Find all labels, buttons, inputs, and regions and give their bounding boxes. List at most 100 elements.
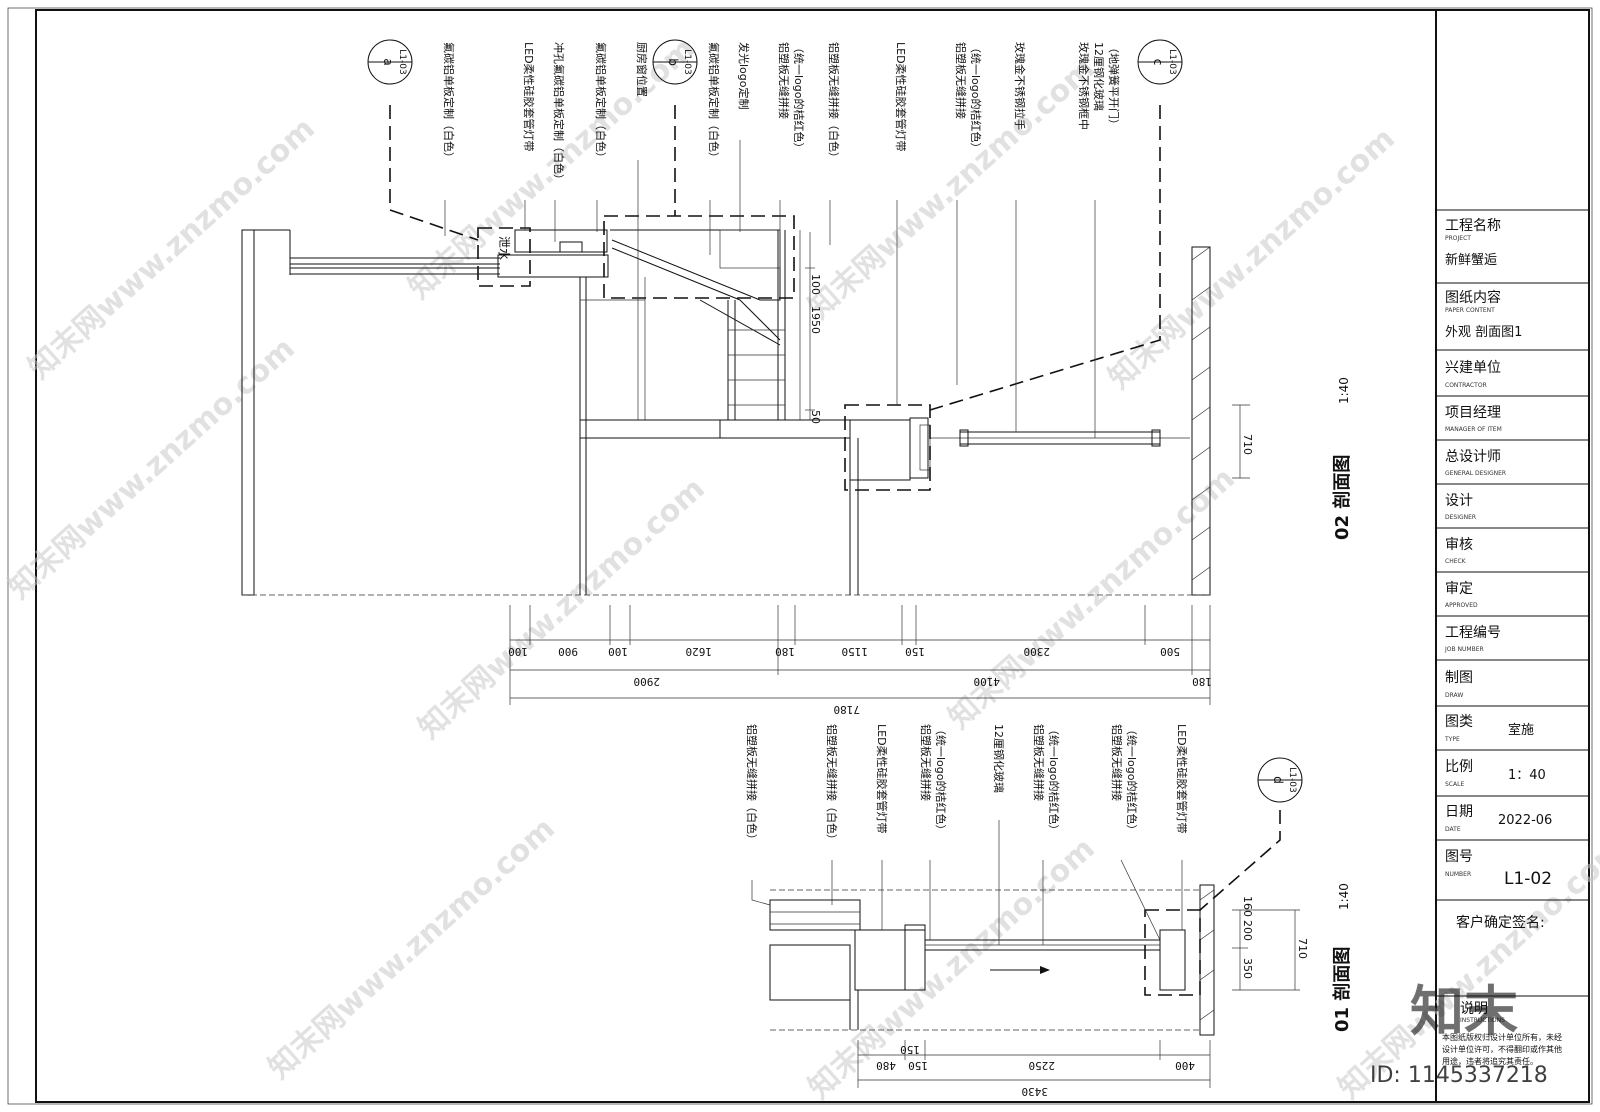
svg-text:b: b [666, 58, 680, 66]
watermark-text-3: 知末网www.znzmo.com [802, 51, 1102, 326]
svg-text:100: 100 [608, 645, 628, 658]
led-strip-1 [559, 241, 583, 253]
tb-job-en: JOB NUMBER [1444, 646, 1484, 653]
annotation-02-10: 铝塑板无缝拼接（白色） [827, 42, 841, 163]
watermark-text-4: 知末网www.znzmo.com [1102, 121, 1402, 396]
annotation-01-10: （统一logo的桔红色） [1125, 724, 1139, 836]
logo-diagonal-3 [739, 299, 781, 341]
section-02-annotations: 氟碳铝单板定制（白色） LED柔性硅胶套管灯带 冲孔氟碳铝单板定制（白色） 氟碳… [442, 42, 1121, 185]
annotation-02-11: LED柔性硅胶套管灯带 [894, 42, 908, 152]
svg-text:2300: 2300 [1024, 645, 1051, 658]
tb-type-value: 室施 [1508, 722, 1534, 738]
tb-job-label: 工程编号 [1445, 625, 1501, 641]
detail-box-d [1144, 909, 1201, 996]
section-02-dims: 100 900 100 1620 180 1150 150 2300 500 2… [508, 605, 1212, 716]
svg-text:1150: 1150 [842, 645, 869, 658]
frame-block-left-inner [904, 924, 926, 991]
detail-box-b [603, 215, 795, 299]
svg-text:知末: 知末 [1410, 980, 1518, 1043]
callout-a-leader [389, 105, 479, 241]
tb-instructions-line-1: 本图纸版权归设计单位所有，未经 [1442, 1032, 1562, 1042]
annotation-02-15: 玫瑰金不锈钢框中 [1077, 42, 1091, 130]
tb-general-designer-label: 总设计师 [1445, 449, 1501, 465]
wall-hatch-1 [1191, 246, 1211, 261]
section-02-vertical-dims: 100 1950 50 710 [805, 232, 1254, 479]
annotation-01-8: （统一logo的桔红色） [1047, 724, 1061, 836]
tb-number-value: L1-02 [1504, 869, 1552, 889]
tb-designer-label: 设计 [1445, 493, 1473, 509]
tb-draw-label: 制图 [1445, 670, 1473, 686]
logo-panel [719, 229, 781, 269]
svg-text:150: 150 [908, 1059, 928, 1072]
svg-text:100: 100 [809, 274, 822, 295]
annotation-01-2: 铝塑板无缝拼接（白色） [825, 724, 839, 845]
svg-text:1:40: 1:40 [1337, 377, 1351, 404]
callout-d[interactable]: d L1-03 [1257, 757, 1303, 803]
svg-text:01 剖面图: 01 剖面图 [1331, 947, 1353, 1032]
wall-hatch-4 [1191, 366, 1211, 381]
svg-text:02 剖面图: 02 剖面图 [1331, 455, 1353, 540]
tb-instructions-en: INSTRUCTIONS [1460, 1017, 1505, 1024]
drain-label: 泄水 [497, 236, 511, 260]
svg-text:500: 500 [1160, 645, 1180, 658]
annotation-01-5: （统一logo的桔红色） [934, 724, 948, 836]
tb-date-value: 2022-06 [1498, 813, 1552, 828]
tb-instructions-label: 说明 [1460, 1001, 1488, 1017]
title-block: 工程名称 PROJECT 新鲜蟹逅 图纸内容 PAPER CONTENT 外观 … [1436, 209, 1589, 1066]
annotation-02-8: 铝塑板无缝拼接 [777, 42, 791, 119]
watermark-text-7: 知末网www.znzmo.com [942, 461, 1242, 736]
left-wall [241, 229, 255, 596]
tb-scale-value: 1：40 [1508, 768, 1546, 783]
annotation-01-3: LED柔性硅胶套管灯带 [875, 724, 889, 834]
sheet-outer-border [7, 7, 1593, 1105]
annotation-01-9: 铝塑板无缝拼接 [1110, 724, 1124, 801]
tb-date-en: DATE [1445, 826, 1461, 833]
watermark-text-9: 知末网www.znzmo.com [802, 831, 1102, 1106]
counter-block [719, 419, 851, 439]
svg-text:d: d [1271, 776, 1285, 784]
annotation-02-17: （地弹簧平开门） [1107, 42, 1121, 130]
canopy-top-panel [514, 229, 608, 253]
annotation-02-12: 铝塑板无缝拼接 [954, 42, 968, 119]
detail-box-c [844, 404, 931, 491]
door-handle-right [1151, 429, 1161, 447]
wall-hatch-5 [1191, 406, 1211, 421]
section-02-drawing: 泄水 [241, 105, 1211, 596]
svg-text:180: 180 [1192, 675, 1212, 688]
callout-d-leader [1199, 810, 1281, 911]
section-01-leaders [751, 820, 1183, 945]
annotation-02-6: 氟碳铝单板定制（白色） [707, 42, 721, 163]
section-01-dims: 480 150 150 2250 400 3430 [857, 1040, 1211, 1098]
callout-c[interactable]: c L1-03 [1137, 39, 1183, 85]
tb-manager-label: 项目经理 [1445, 405, 1501, 421]
annotation-02-9: （统一logo的桔红色） [792, 42, 806, 154]
logo-diagonal-2 [611, 247, 741, 301]
tb-instructions-line-3: 用途，违者将追究其责任。 [1442, 1056, 1538, 1066]
annotation-01-6: 12厘钢化玻璃 [992, 724, 1006, 793]
door-frame-inner [909, 417, 929, 479]
svg-text:2250: 2250 [1029, 1059, 1056, 1072]
callout-b[interactable]: b L1-03 [652, 39, 698, 85]
tb-project-label: 工程名称 [1445, 218, 1501, 234]
annotation-01-11: LED柔性硅胶套管灯带 [1175, 724, 1189, 834]
svg-text:400: 400 [1175, 1059, 1195, 1072]
section-01-annotations: 铝塑板无缝拼接（白色） 铝塑板无缝拼接（白色） LED柔性硅胶套管灯带 铝塑板无… [745, 724, 1189, 845]
tb-number-en: NUMBER [1445, 871, 1471, 878]
wall-hatch-7 [1191, 486, 1211, 501]
tb-contractor-label: 兴建单位 [1445, 360, 1501, 376]
svg-text:180: 180 [775, 645, 795, 658]
watermark-text-6: 知末网www.znzmo.com [412, 471, 712, 746]
callout-a[interactable]: a L1-03 [367, 39, 413, 85]
tb-designer-en: DESIGNER [1445, 514, 1476, 521]
svg-text:1950: 1950 [809, 306, 822, 334]
svg-text:L1-03: L1-03 [1167, 49, 1177, 74]
section-02-leaders [444, 140, 1096, 438]
tb-check-en: CHECK [1445, 558, 1467, 565]
annotation-02-5: 厨房窗位置 [635, 42, 649, 97]
door-frame-block [849, 419, 911, 481]
detail-box-a [477, 227, 531, 287]
canopy-box [497, 254, 609, 278]
watermark-text-8: 知末网www.znzmo.com [262, 811, 562, 1086]
svg-text:4100: 4100 [974, 675, 1001, 688]
